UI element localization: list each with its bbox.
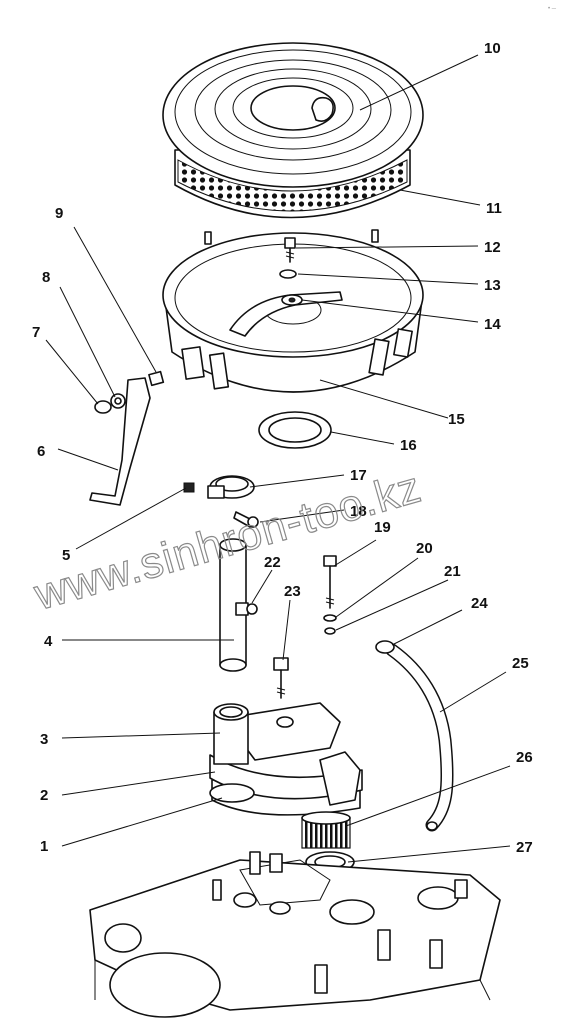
callout-2: 2 (40, 787, 48, 804)
callout-7: 7 (32, 324, 40, 341)
air-cleaner-base (162, 229, 424, 393)
callout-18: 18 (350, 503, 367, 520)
callout-27: 27 (516, 839, 533, 856)
gasket-ring (258, 411, 332, 449)
callout-19: 19 (374, 519, 391, 536)
stud-bolt (284, 237, 296, 263)
leader-lines (45, 54, 511, 863)
callout-3: 3 (40, 731, 48, 748)
bolt-set (323, 555, 337, 635)
callout-10: 10 (484, 40, 501, 57)
callout-numbers: 10 11 12 13 14 15 16 17 18 9 8 7 6 5 4 2… (32, 40, 533, 856)
hose-clamp (183, 475, 259, 528)
corner-mark: • ─ (548, 6, 557, 12)
callout-5: 5 (62, 547, 70, 564)
intake-manifold (89, 851, 501, 1018)
finned-spacer (301, 811, 351, 849)
air-cleaner-cover (162, 42, 424, 219)
callout-1: 1 (40, 838, 48, 855)
washer (279, 269, 297, 279)
callout-24: 24 (471, 595, 488, 612)
callout-23: 23 (284, 583, 301, 600)
callout-6: 6 (37, 443, 45, 460)
inlet-tube (219, 538, 258, 672)
breather-hose (375, 640, 454, 832)
callout-26: 26 (516, 749, 533, 766)
carburetor-assembly (209, 702, 363, 816)
support-bracket (89, 370, 165, 506)
callout-21: 21 (444, 563, 461, 580)
callout-8: 8 (42, 269, 50, 286)
callout-14: 14 (484, 316, 501, 333)
callout-4: 4 (44, 633, 53, 650)
wing-nut (281, 294, 303, 306)
callout-25: 25 (512, 655, 529, 672)
mounting-bolt (273, 657, 289, 699)
callout-20: 20 (416, 540, 433, 557)
callout-9: 9 (55, 205, 63, 222)
callout-15: 15 (448, 411, 465, 428)
callout-17: 17 (350, 467, 367, 484)
callout-22: 22 (264, 554, 281, 571)
callout-12: 12 (484, 239, 501, 256)
callout-16: 16 (400, 437, 417, 454)
callout-13: 13 (484, 277, 501, 294)
callout-11: 11 (486, 200, 502, 217)
